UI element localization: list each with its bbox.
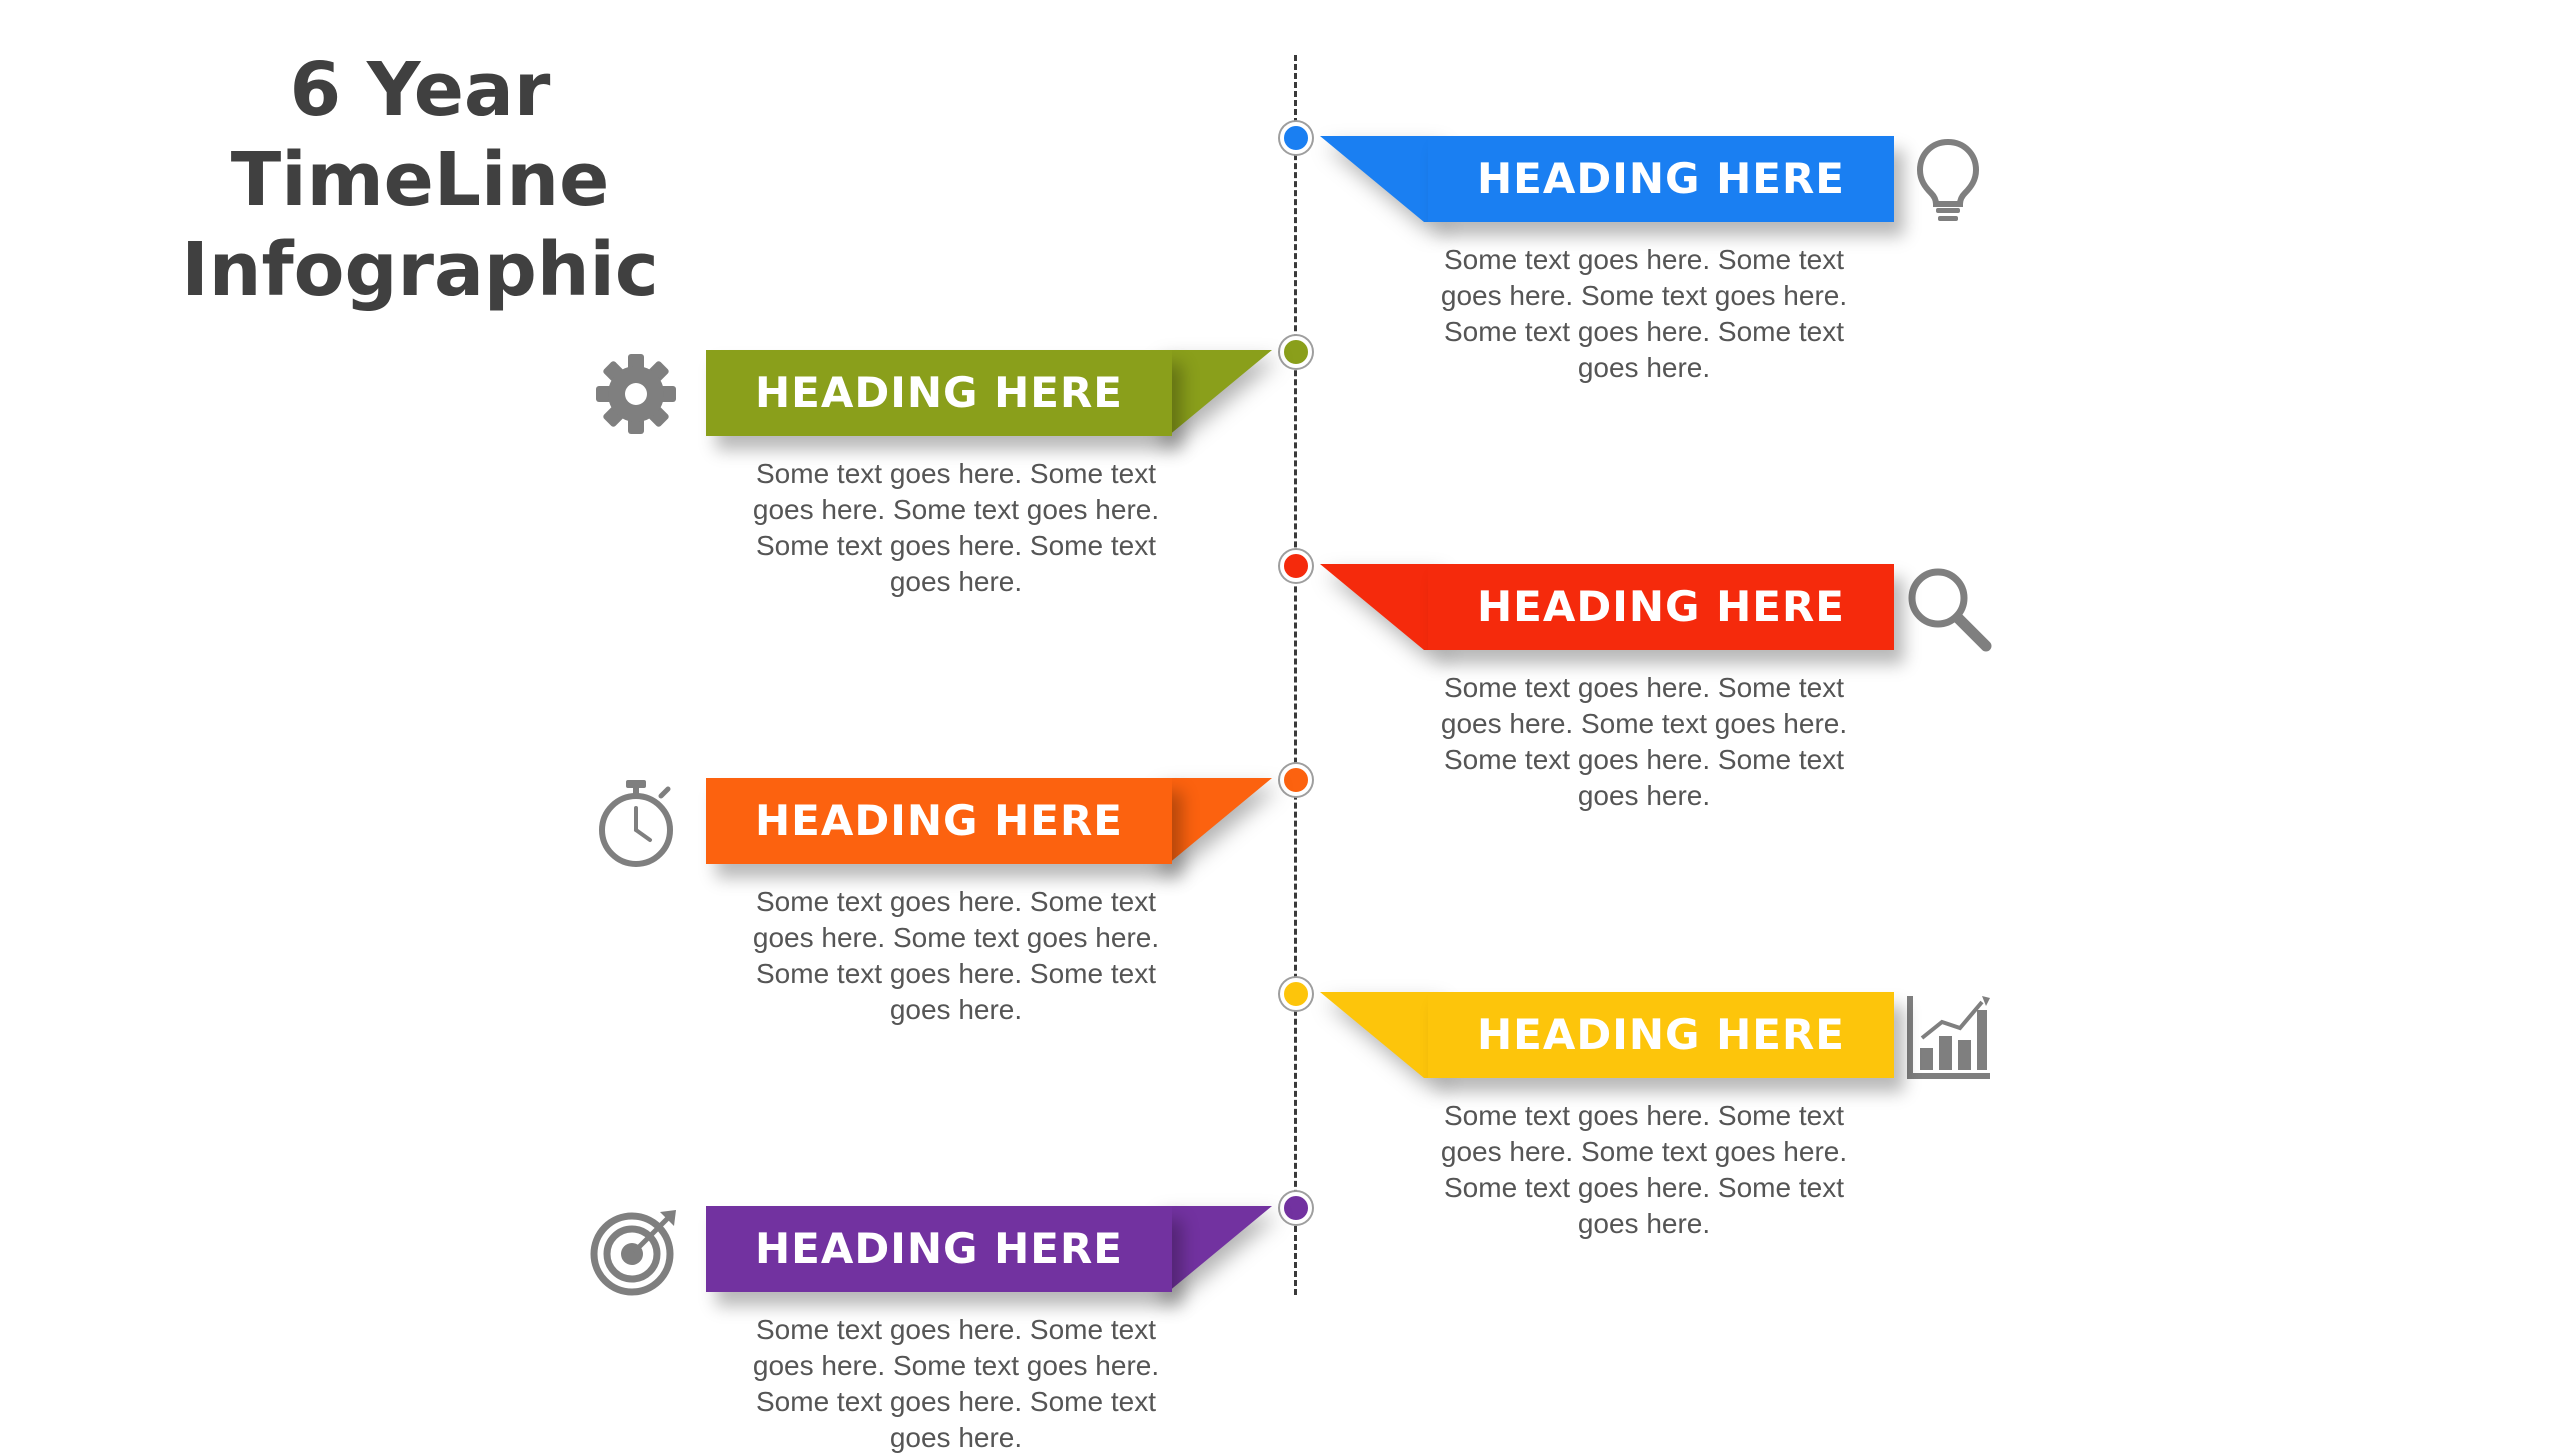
timeline-dot (1280, 1192, 1312, 1224)
heading-label: HEADING HERE (755, 796, 1123, 845)
gear-icon (588, 346, 684, 442)
page-title: 6 Year TimeLine Infographic (100, 45, 740, 315)
timeline-dot (1280, 550, 1312, 582)
heading-wing (1156, 350, 1272, 436)
heading-label: HEADING HERE (1477, 1010, 1845, 1059)
timeline-axis (1294, 55, 1297, 1295)
timeline-dot (1280, 122, 1312, 154)
heading-label: HEADING HERE (755, 1224, 1123, 1273)
lightbulb-icon (1900, 132, 1996, 228)
heading-wing (1156, 1206, 1272, 1292)
heading-box: HEADING HERE (1428, 992, 1894, 1078)
heading-wing (1320, 992, 1436, 1078)
target-icon (588, 1202, 684, 1298)
title-line-2: Infographic (181, 227, 659, 313)
body-text: Some text goes here. Some text goes here… (752, 1314, 1160, 1453)
heading-box: HEADING HERE (706, 350, 1172, 436)
body-text: Some text goes here. Some text goes here… (752, 886, 1160, 1025)
body-text: Some text goes here. Some text goes here… (1440, 244, 1848, 383)
timeline-dot (1280, 336, 1312, 368)
stopwatch-icon (588, 774, 684, 870)
heading-label: HEADING HERE (1477, 582, 1845, 631)
heading-box: HEADING HERE (1428, 564, 1894, 650)
body-text: Some text goes here. Some text goes here… (752, 458, 1160, 597)
bar-chart-icon (1900, 988, 1996, 1084)
body-text: Some text goes here. Some text goes here… (1440, 672, 1848, 811)
heading-box: HEADING HERE (706, 1206, 1172, 1292)
heading-wing (1156, 778, 1272, 864)
heading-wing (1320, 564, 1436, 650)
heading-wing (1320, 136, 1436, 222)
heading-label: HEADING HERE (755, 368, 1123, 417)
magnifier-icon (1900, 560, 1996, 656)
timeline-dot (1280, 764, 1312, 796)
body-text: Some text goes here. Some text goes here… (1440, 1100, 1848, 1239)
title-line-1: 6 Year TimeLine (230, 47, 610, 223)
timeline-dot (1280, 978, 1312, 1010)
heading-box: HEADING HERE (1428, 136, 1894, 222)
heading-box: HEADING HERE (706, 778, 1172, 864)
heading-label: HEADING HERE (1477, 154, 1845, 203)
